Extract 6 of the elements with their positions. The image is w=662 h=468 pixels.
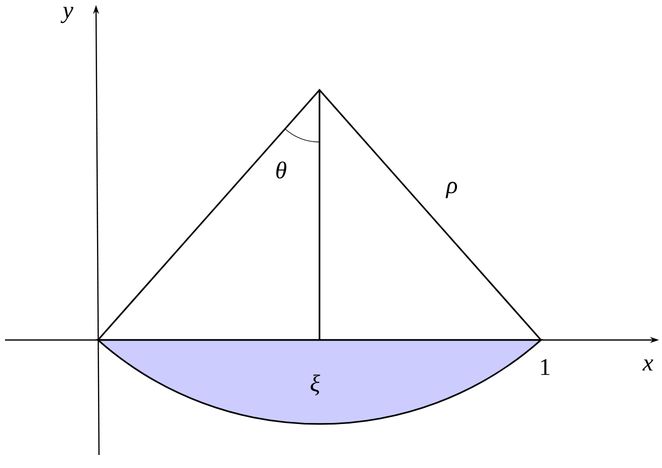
math-label: ξ — [310, 374, 320, 396]
math-label: ρ — [446, 182, 458, 198]
axis-label: x — [642, 359, 654, 370]
axis-label: y — [60, 6, 74, 24]
math-label: 1 — [541, 359, 550, 375]
math-label: θ — [276, 161, 286, 178]
